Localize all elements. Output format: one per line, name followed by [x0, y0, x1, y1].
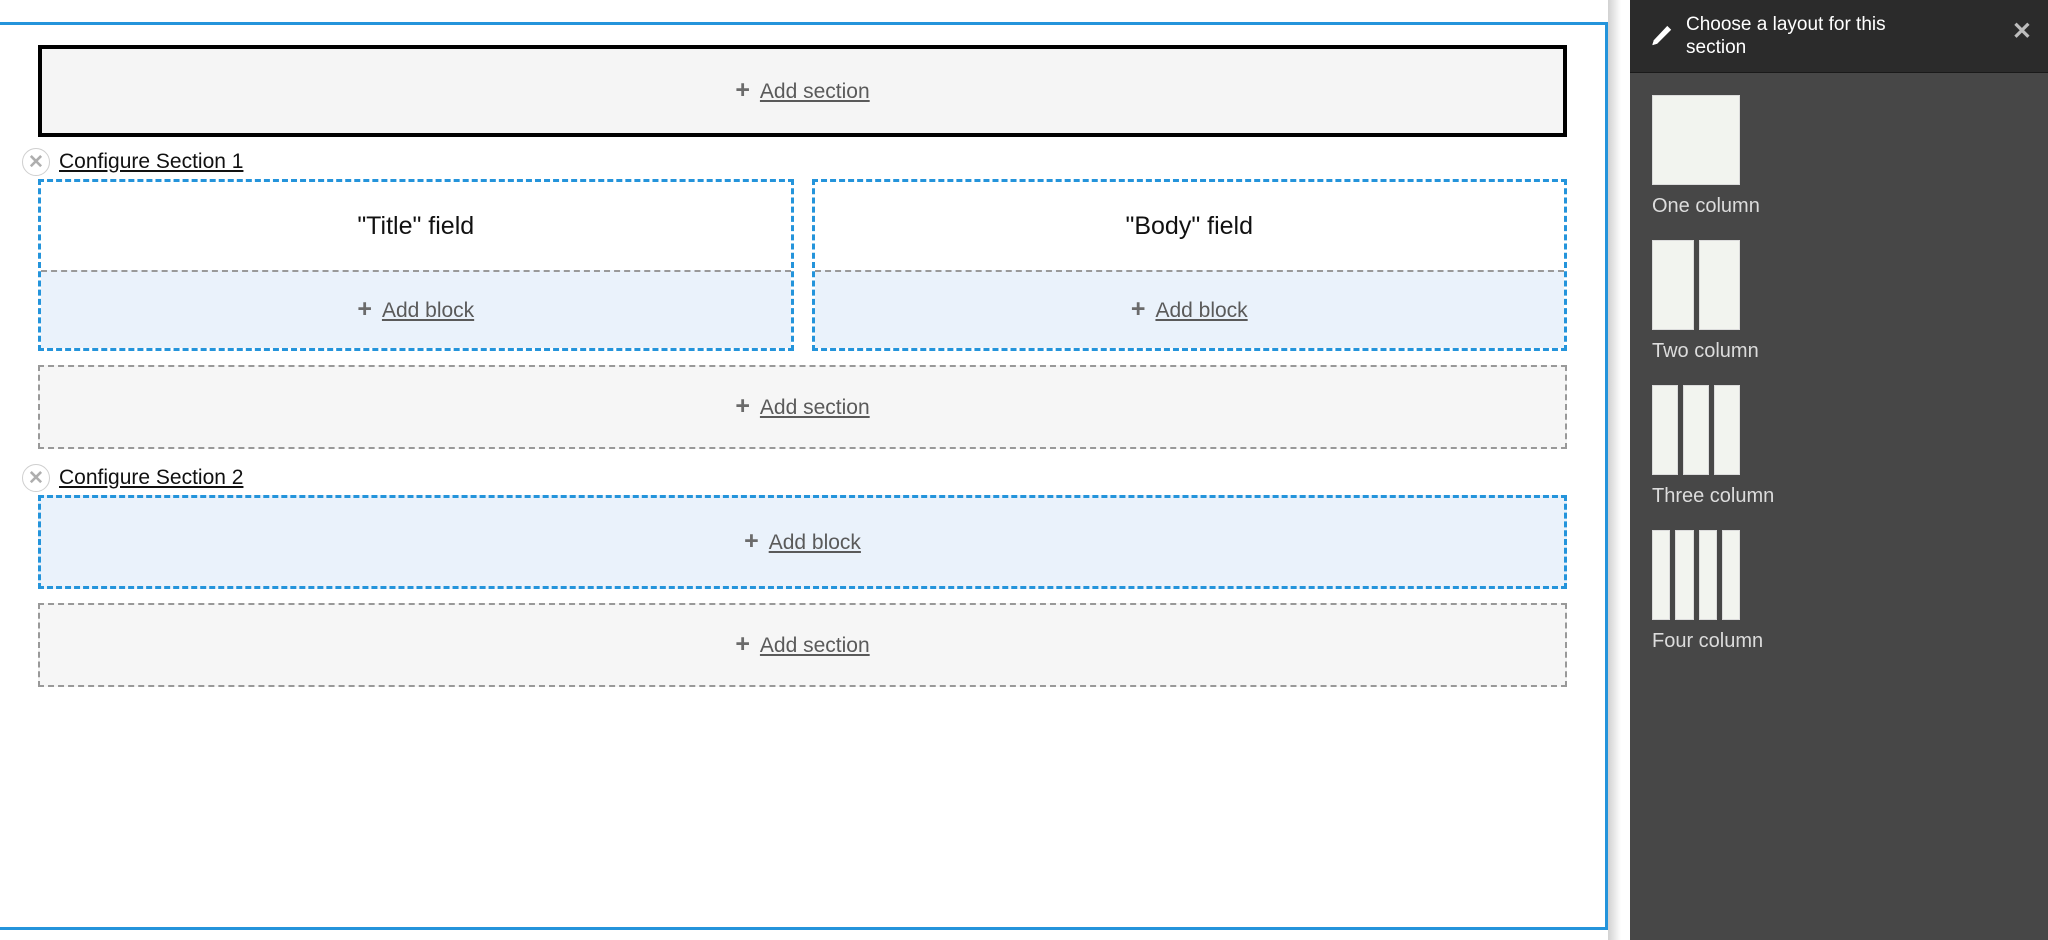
layout-chooser-tray: Choose a layout for this section ✕ One c… [1630, 0, 2048, 940]
section-1-regions: "Title" field + Add block "Body" field +… [38, 179, 1567, 351]
thumb-column [1698, 530, 1717, 620]
add-section-button-middle[interactable]: + Add section [38, 365, 1567, 449]
configure-section-2-link[interactable]: Configure Section 2 [59, 466, 244, 489]
layout-option-label: Four column [1652, 630, 1764, 652]
configure-section-2-row: ✕ Configure Section 2 [22, 463, 1567, 493]
one-column-thumbnail [1652, 95, 1740, 185]
layout-builder-canvas: + Add section ✕ Configure Section 1 "Tit… [0, 22, 1608, 930]
add-block-label: Add block [768, 530, 861, 554]
add-block-label-wrap: + Add block [1130, 294, 1248, 323]
tray-drop-shadow [1608, 0, 1630, 940]
thumb-column [1652, 240, 1694, 330]
tray-title: Choose a layout for this section [1686, 13, 1886, 58]
layout-option-label: Three column [1652, 485, 1775, 507]
section-1-region-first[interactable]: "Title" field + Add block [38, 179, 794, 351]
add-section-label: Add section [759, 633, 870, 657]
configure-section-1-row: ✕ Configure Section 1 [22, 147, 1567, 177]
section-2-regions: + Add block [38, 495, 1567, 589]
add-section-button-bottom[interactable]: + Add section [38, 603, 1567, 687]
configure-section-1-link[interactable]: Configure Section 1 [59, 150, 244, 173]
add-block-label: Add block [381, 298, 475, 322]
add-block-button-body-region[interactable]: + Add block [814, 270, 1564, 348]
tray-header: Choose a layout for this section ✕ [1630, 0, 2048, 73]
section-2-region-content[interactable]: + Add block [38, 495, 1567, 589]
add-section-label-wrap: + Add section [735, 75, 870, 104]
plus-icon: + [1130, 294, 1146, 323]
thumb-column [1652, 530, 1671, 620]
thumb-column [1714, 385, 1740, 475]
remove-section-2-icon[interactable]: ✕ [22, 464, 50, 492]
two-column-thumbnail [1652, 240, 1740, 330]
thumb-column [1652, 385, 1678, 475]
layout-option-four-column[interactable]: Four column [1652, 530, 1852, 653]
add-block-label-wrap: + Add block [357, 294, 475, 323]
tray-body: One column Two column Three column [1630, 73, 2048, 653]
plus-icon: + [357, 294, 372, 323]
thumb-column [1721, 530, 1740, 620]
remove-section-1-icon[interactable]: ✕ [22, 148, 50, 176]
thumb-column [1675, 530, 1694, 620]
section-1-region-second[interactable]: "Body" field + Add block [811, 179, 1567, 351]
add-block-button-section-2[interactable]: + Add block [41, 498, 1564, 586]
add-section-label-wrap: + Add section [735, 391, 870, 420]
field-title-label: "Title" field [41, 182, 791, 270]
layout-option-label: Two column [1652, 340, 1759, 362]
add-section-label: Add section [759, 395, 870, 419]
four-column-thumbnail [1652, 530, 1740, 620]
thumb-column [1683, 385, 1709, 475]
three-column-thumbnail [1652, 385, 1740, 475]
close-icon[interactable]: ✕ [2011, 18, 2032, 45]
layout-builder-content: + Add section ✕ Configure Section 1 "Tit… [0, 25, 1605, 927]
layout-option-three-column[interactable]: Three column [1652, 385, 1852, 508]
plus-icon: + [744, 526, 759, 555]
plus-icon: + [735, 391, 750, 420]
add-section-button-top[interactable]: + Add section [38, 45, 1567, 137]
layout-option-label: One column [1652, 195, 1760, 217]
plus-icon: + [735, 629, 750, 658]
add-section-label-wrap: + Add section [735, 629, 870, 658]
add-block-button-title-region[interactable]: + Add block [41, 270, 791, 348]
thumb-column [1698, 240, 1740, 330]
field-body-label: "Body" field [814, 182, 1564, 270]
thumb-column [1652, 95, 1740, 185]
add-section-label: Add section [759, 79, 870, 103]
plus-icon: + [735, 75, 750, 104]
layout-option-one-column[interactable]: One column [1652, 95, 1852, 218]
pencil-icon [1646, 21, 1676, 51]
add-block-label-wrap: + Add block [744, 526, 861, 555]
add-block-label: Add block [1155, 298, 1248, 322]
layout-option-two-column[interactable]: Two column [1652, 240, 1852, 363]
